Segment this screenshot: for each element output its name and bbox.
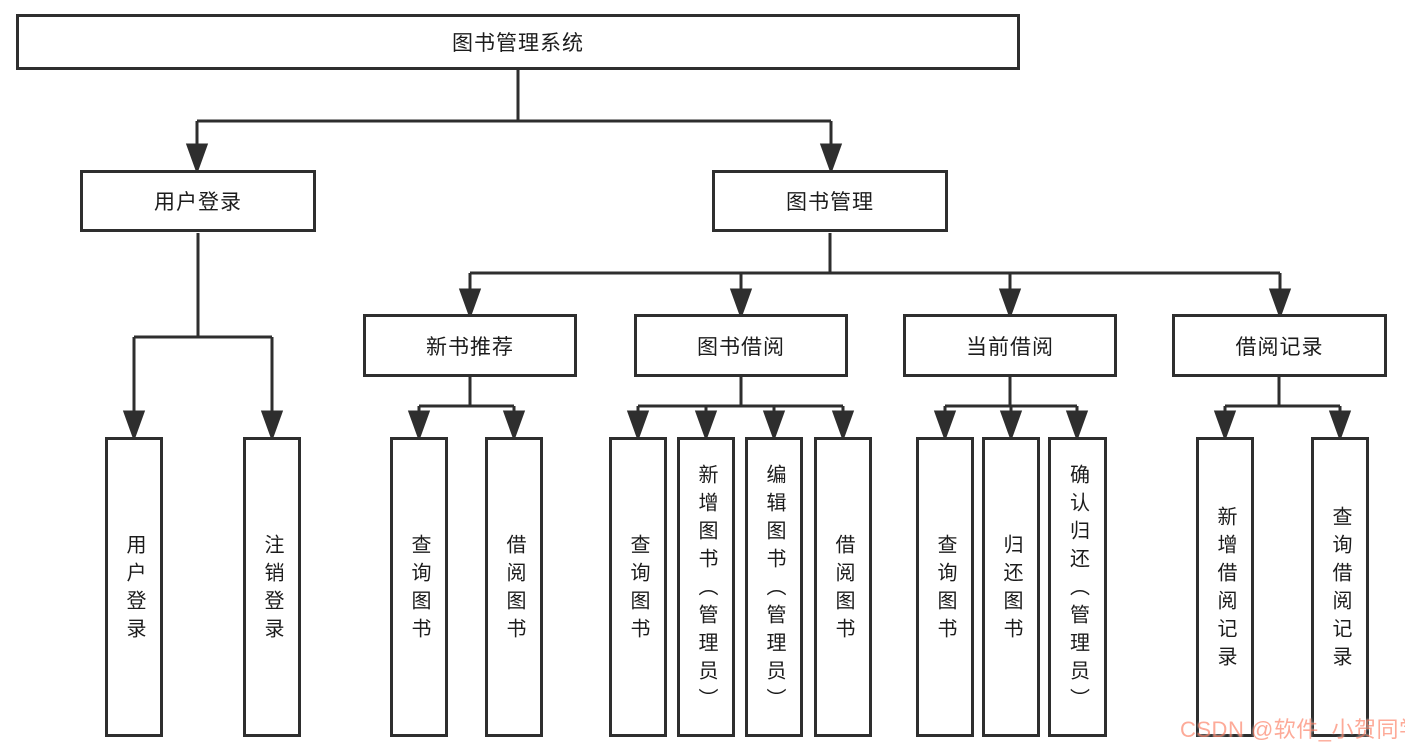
leaf-borrow-borrow-books: 借阅图书 (814, 437, 872, 737)
arrowhead (999, 410, 1023, 442)
leaf-logout: 注销登录 (243, 437, 301, 737)
connector-bookmgmt-to-level3 (458, 233, 1292, 320)
arrowhead (1213, 410, 1237, 442)
connector-borrow-to-leaves (626, 377, 855, 442)
arrowhead (831, 410, 855, 442)
leaf-user-login: 用户登录 (105, 437, 163, 737)
arrowhead (502, 410, 526, 442)
connector-records-to-leaves (1213, 377, 1352, 442)
node-root: 图书管理系统 (16, 14, 1020, 70)
connector-newbook-to-leaves (407, 377, 526, 442)
leaf-borrow-add-books-admin: 新增图书（管理员） (677, 437, 735, 737)
arrowhead (185, 143, 209, 175)
arrowhead (1328, 410, 1352, 442)
node-book-borrowing: 图书借阅 (634, 314, 848, 377)
connector-current-to-leaves (933, 377, 1089, 442)
leaf-newbook-query-books: 查询图书 (390, 437, 448, 737)
node-borrowing-records: 借阅记录 (1172, 314, 1387, 377)
connector-userlogin-to-leaves (122, 233, 284, 442)
node-user-login: 用户登录 (80, 170, 316, 232)
arrowhead (933, 410, 957, 442)
arrowhead (819, 143, 843, 175)
node-current-borrowing: 当前借阅 (903, 314, 1117, 377)
connector-root-to-level2 (185, 70, 843, 175)
arrowhead (1268, 288, 1292, 320)
leaf-current-return-books: 归还图书 (982, 437, 1040, 737)
arrowhead (407, 410, 431, 442)
node-book-management: 图书管理 (712, 170, 948, 232)
arrowhead (1065, 410, 1089, 442)
arrowhead (998, 288, 1022, 320)
arrowhead (694, 410, 718, 442)
leaf-newbook-borrow-books: 借阅图书 (485, 437, 543, 737)
csdn-watermark: CSDN @软件_小贺同学 (1180, 717, 1405, 742)
arrowhead (122, 410, 146, 442)
leaf-records-add-record: 新增借阅记录 (1196, 437, 1254, 737)
arrowhead (626, 410, 650, 442)
arrowhead (762, 410, 786, 442)
leaf-borrow-query-books: 查询图书 (609, 437, 667, 737)
arrowhead (729, 288, 753, 320)
leaf-records-query-record: 查询借阅记录 (1311, 437, 1369, 737)
node-new-book-recommend: 新书推荐 (363, 314, 577, 377)
arrowhead (260, 410, 284, 442)
leaf-borrow-edit-books-admin: 编辑图书（管理员） (745, 437, 803, 737)
leaf-current-query-books: 查询图书 (916, 437, 974, 737)
arrowhead (458, 288, 482, 320)
leaf-current-confirm-return-admin: 确认归还（管理员） (1048, 437, 1107, 737)
